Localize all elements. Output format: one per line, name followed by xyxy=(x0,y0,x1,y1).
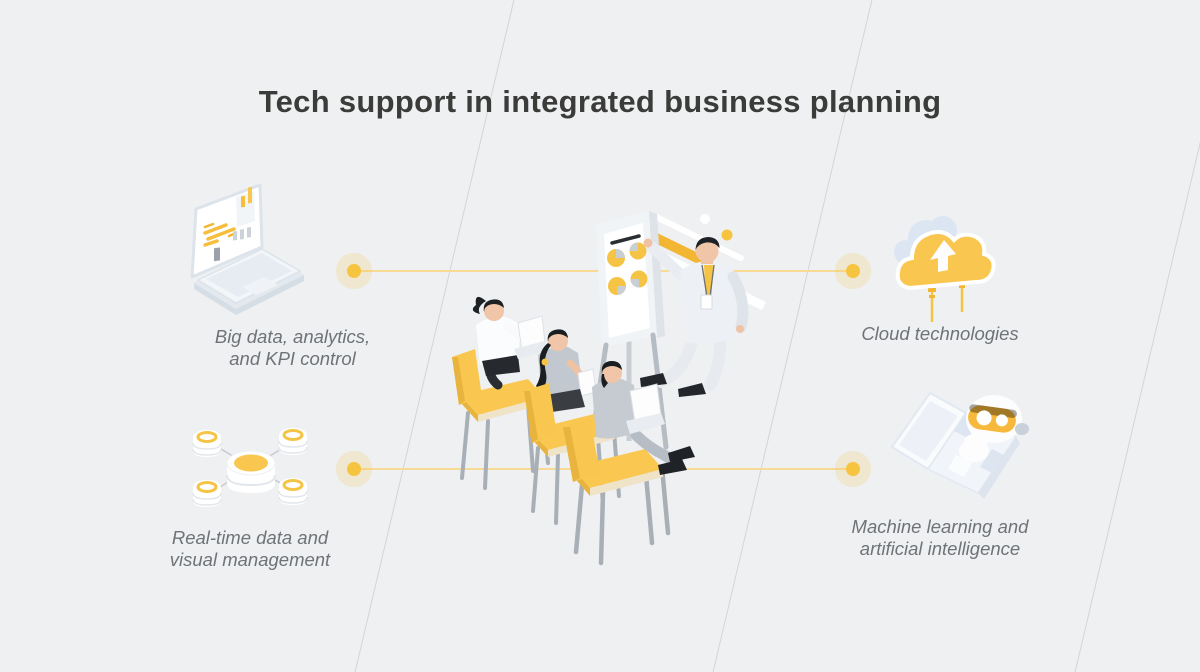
presenter-figure xyxy=(640,237,749,397)
big-data-label-line1: Big data, analytics, xyxy=(214,326,371,347)
cloud-label: Cloud technologies xyxy=(830,323,1050,345)
connector-dot-top-right xyxy=(846,264,860,278)
realtime-label-line1: Real-time data and xyxy=(171,527,329,548)
connector-dot-bottom-right xyxy=(846,462,860,476)
laptop-robot-icon xyxy=(890,391,1029,499)
ml-label: Machine learning and artificial intellig… xyxy=(820,516,1060,560)
ml-label-line1: Machine learning and xyxy=(851,516,1029,537)
cloud-upload-icon xyxy=(894,216,996,322)
meeting-illustration xyxy=(452,211,766,566)
ml-label-line2: artificial intelligence xyxy=(859,538,1021,559)
attendee-tablet-figure xyxy=(524,329,621,525)
page-title: Tech support in integrated business plan… xyxy=(258,84,942,119)
big-data-label-line2: and KPI control xyxy=(229,348,356,369)
attendee-laptop-figure xyxy=(452,296,550,490)
flip-chart xyxy=(587,211,669,456)
connector-dot-bottom-left xyxy=(347,462,361,476)
cloud-label-line1: Cloud technologies xyxy=(861,323,1019,344)
big-data-label: Big data, analytics, and KPI control xyxy=(175,326,410,370)
laptop-analytics-icon xyxy=(190,183,304,315)
realtime-label: Real-time data and visual management xyxy=(130,527,370,571)
realtime-label-line2: visual management xyxy=(169,549,331,570)
database-network-icon xyxy=(192,428,308,507)
attendee-laptop-figure-2 xyxy=(563,360,695,566)
connector-dot-top-left xyxy=(347,264,361,278)
